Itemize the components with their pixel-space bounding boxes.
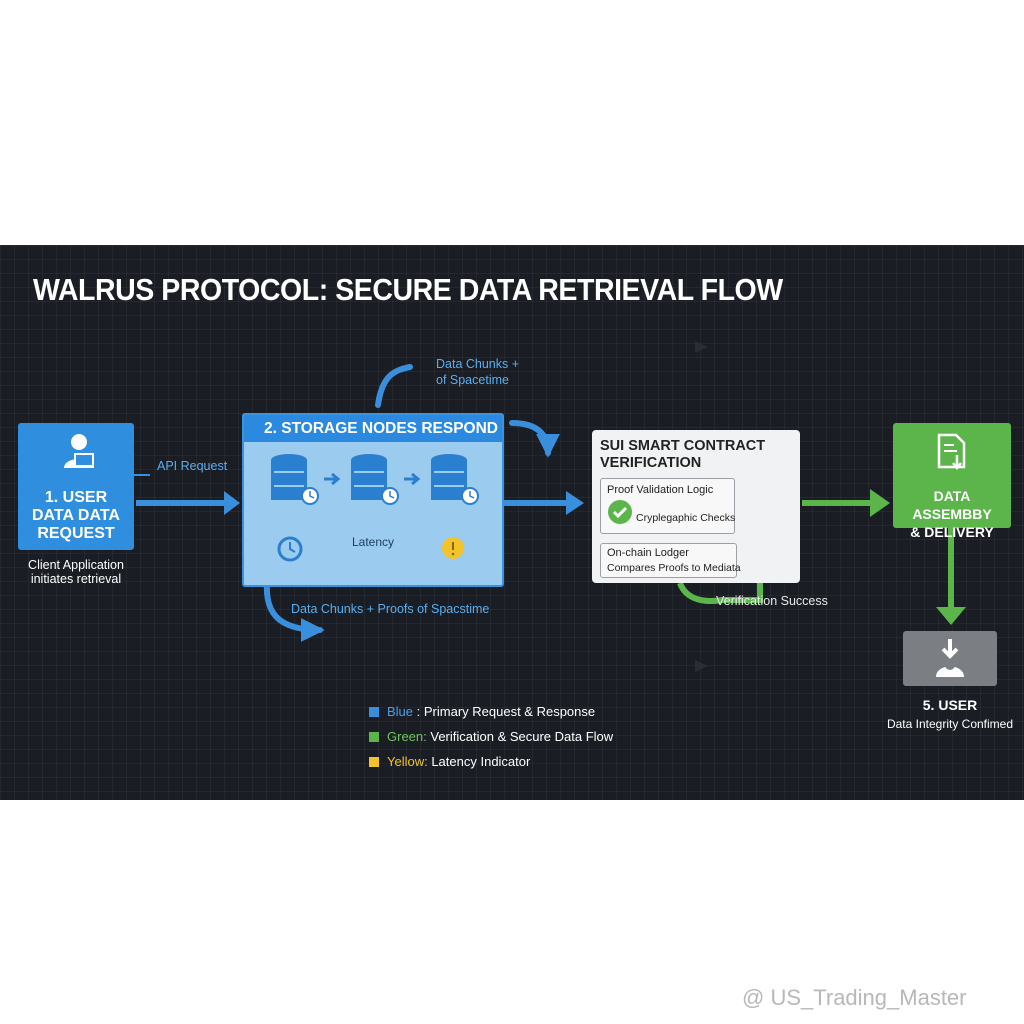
api-request-arrow (133, 474, 240, 515)
top-arrow-label: Data Chunks + of Spacetime (436, 357, 520, 387)
data-assembly-label: DATA ASSEMBBY & DELIVERY (910, 488, 994, 540)
sui-to-assembly-arrow (802, 489, 890, 517)
storage-nodes-box: 2. STORAGE NODES RESPOND (242, 413, 504, 587)
diagram-panel: WALRUS PROTOCOL: SECURE DATA RETRIEVAL F… (0, 245, 1024, 800)
legend-item-yellow: Yellow: Latency Indicator (369, 754, 530, 769)
proof-checks-text: Cryplegaphic Checks (636, 512, 736, 524)
user-laptop-icon (64, 434, 94, 468)
latency-warning-icon (442, 537, 464, 559)
diagram-title: WALRUS PROTOCOL: SECURE DATA RETRIEVAL F… (33, 272, 783, 307)
legend-swatch-blue (369, 707, 379, 717)
check-icon (608, 500, 632, 524)
ledger-box: On-chain Lodger Compares Proofs to Media… (600, 543, 741, 578)
database-icon-2 (351, 454, 399, 505)
arrow-icon (404, 472, 421, 486)
final-user-caption: Data Integrity Confimed (886, 717, 1014, 731)
user-request-box: 1. USER DATA DATA REQUEST (18, 423, 134, 550)
assembly-to-user-arrow (936, 528, 966, 625)
storage-curve-arrow (509, 420, 560, 458)
document-download-icon (937, 433, 966, 471)
final-user-label: 5. USER (922, 697, 978, 713)
watermark: @ US_Trading_Master (742, 985, 967, 1010)
user-request-caption: Client Application initiates retrieval (28, 558, 124, 586)
verification-success-label: Verification Success (716, 594, 828, 608)
proof-validation-title: Proof Validation Logic (607, 484, 714, 496)
api-request-label: API Request (157, 459, 228, 473)
database-icon-1 (271, 454, 319, 505)
bottom-arrow-label: Data Chunks + Proofs of Spacstime (291, 602, 490, 616)
final-user-box (903, 631, 997, 686)
legend-item-green: Green: Verification & Secure Data Flow (369, 729, 613, 744)
legend-swatch-green (369, 732, 379, 742)
storage-nodes-graphic (271, 454, 479, 562)
data-assembly-box: DATA ASSEMBBY & DELIVERY (893, 423, 1011, 540)
ledger-text: Compares Proofs to Mediata (607, 562, 741, 574)
legend-item-blue: Blue : Primary Request & Response (369, 704, 595, 719)
latency-label: Latency (352, 535, 395, 549)
sui-verification-box: SUI SMART CONTRACT VERIFICATION Proof Va… (592, 430, 800, 583)
database-icon-3 (431, 454, 479, 505)
storage-nodes-title: 2. STORAGE NODES RESPOND (244, 415, 502, 442)
clock-icon (277, 536, 303, 562)
proof-validation-box: Proof Validation Logic Cryplegaphic Chec… (600, 478, 735, 534)
user-request-label: 1. USER DATA DATA REQUEST (32, 489, 120, 542)
storage-to-sui-arrow (502, 491, 584, 515)
legend-swatch-yellow (369, 757, 379, 767)
ledger-title: On-chain Lodger (607, 547, 689, 559)
user-download-icon (936, 639, 964, 677)
top-curved-arrow (375, 364, 413, 408)
arrow-icon (324, 472, 341, 486)
sui-verification-title: SUI SMART CONTRACT VERIFICATION (600, 438, 766, 471)
